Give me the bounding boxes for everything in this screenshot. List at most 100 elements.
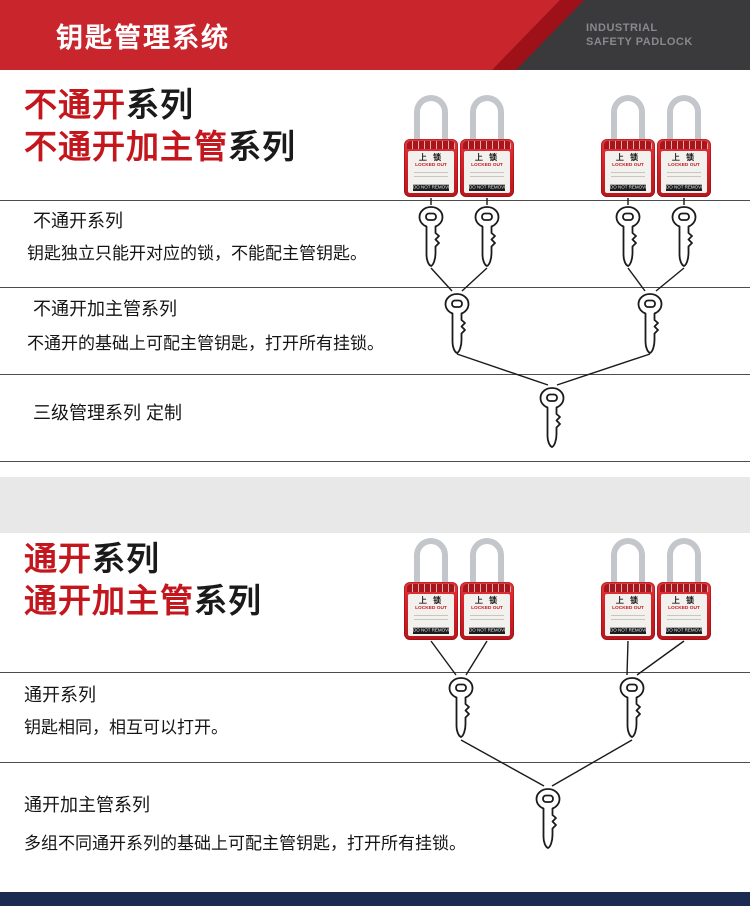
padlock-label-cn: 上 锁 (474, 596, 500, 605)
grand-master-key (534, 386, 570, 450)
padlock-label-en: LOCKED OUT (668, 163, 700, 168)
section1-title-line1-black: 系列 (126, 86, 194, 123)
padlock-top-band (604, 141, 652, 149)
master-key (439, 292, 475, 356)
padlock-label: 上 锁 LOCKED OUT DO NOT REMOVE (605, 151, 651, 193)
padlock-graphic: 上 锁 LOCKED OUT DO NOT REMOVE (460, 95, 514, 197)
padlock-label-cn: 上 锁 (671, 153, 697, 162)
row-desc: 钥匙相同，相互可以打开。 (24, 718, 228, 737)
padlock: 上 锁 LOCKED OUT DO NOT REMOVE (657, 538, 711, 640)
section2-title-line2-red: 通开加主管 (24, 582, 194, 619)
padlock-label-en: LOCKED OUT (612, 163, 644, 168)
divider (0, 762, 750, 763)
padlock-label-en: LOCKED OUT (471, 606, 503, 611)
padlock-label-cn: 上 锁 (418, 596, 444, 605)
padlock-label-cn: 上 锁 (671, 596, 697, 605)
row-heading: 不通开系列 (33, 211, 123, 231)
row-heading: 不通开加主管系列 (33, 299, 177, 319)
key-icon (637, 293, 663, 354)
section1-title-line1-red: 不通开 (24, 86, 126, 123)
section2-title-line1-red: 通开 (24, 540, 92, 577)
master-key (530, 787, 566, 851)
padlock-top-band (660, 141, 708, 149)
padlock-shackle (667, 95, 701, 147)
key (469, 205, 505, 269)
shared-key (443, 676, 479, 740)
padlock-label-bar: DO NOT REMOVE (610, 627, 646, 634)
padlock-label-en: LOCKED OUT (668, 606, 700, 611)
row-desc: 多组不同通开系列的基础上可配主管钥匙，打开所有挂锁。 (24, 834, 466, 853)
padlock-top-band (407, 141, 455, 149)
row-desc: 钥匙独立只能开对应的锁，不能配主管钥匙。 (27, 244, 367, 263)
padlock: 上 锁 LOCKED OUT DO NOT REMOVE (404, 538, 458, 640)
key-icon (539, 387, 565, 448)
key (413, 205, 449, 269)
key (666, 205, 702, 269)
padlock-top-band (604, 584, 652, 592)
section2-title: 通开系列 通开加主管 系列 (24, 538, 262, 622)
padlock-label-bar: DO NOT REMOVE (610, 184, 646, 191)
padlock-graphic: 上 锁 LOCKED OUT DO NOT REMOVE (657, 538, 711, 640)
padlock-top-band (463, 584, 511, 592)
section1-title-line2: 不通开加主管系列 (24, 126, 296, 168)
divider (0, 287, 750, 288)
padlock-graphic: 上 锁 LOCKED OUT DO NOT REMOVE (601, 95, 655, 197)
brand-text: INDUSTRIAL SAFETY PADLOCK (586, 21, 716, 49)
master-key (632, 292, 668, 356)
padlock-body: 上 锁 LOCKED OUT DO NOT REMOVE (601, 582, 655, 640)
padlock-label: 上 锁 LOCKED OUT DO NOT REMOVE (661, 151, 707, 193)
divider (0, 461, 750, 462)
padlock: 上 锁 LOCKED OUT DO NOT REMOVE (460, 538, 514, 640)
padlock-label-cn: 上 锁 (615, 596, 641, 605)
padlock-label: 上 锁 LOCKED OUT DO NOT REMOVE (464, 594, 510, 636)
padlock-label-fineprint (611, 172, 645, 177)
padlock: 上 锁 LOCKED OUT DO NOT REMOVE (460, 95, 514, 197)
key (610, 205, 646, 269)
divider (0, 672, 750, 673)
padlock-graphic: 上 锁 LOCKED OUT DO NOT REMOVE (404, 538, 458, 640)
padlock-shackle (414, 538, 448, 590)
padlock-label-cn: 上 锁 (418, 153, 444, 162)
padlock-label-bar: DO NOT REMOVE (413, 627, 449, 634)
padlock-label-bar: DO NOT REMOVE (469, 184, 505, 191)
brand-line1: INDUSTRIAL (586, 22, 658, 34)
padlock-body: 上 锁 LOCKED OUT DO NOT REMOVE (404, 139, 458, 197)
padlock-body: 上 锁 LOCKED OUT DO NOT REMOVE (460, 582, 514, 640)
padlock: 上 锁 LOCKED OUT DO NOT REMOVE (404, 95, 458, 197)
section2-title-line1-black: 系列 (92, 540, 160, 577)
padlock-label-fineprint (470, 615, 504, 620)
padlock-label-bar: DO NOT REMOVE (469, 627, 505, 634)
padlock-label-en: LOCKED OUT (415, 163, 447, 168)
padlock-label-fineprint (470, 172, 504, 177)
padlock-label: 上 锁 LOCKED OUT DO NOT REMOVE (408, 151, 454, 193)
row-heading: 三级管理系列 定制 (33, 403, 183, 423)
key-icon (448, 677, 474, 738)
padlock: 上 锁 LOCKED OUT DO NOT REMOVE (601, 538, 655, 640)
padlock-graphic: 上 锁 LOCKED OUT DO NOT REMOVE (657, 95, 711, 197)
padlock-label-bar: DO NOT REMOVE (666, 184, 702, 191)
padlock: 上 锁 LOCKED OUT DO NOT REMOVE (601, 95, 655, 197)
padlock-body: 上 锁 LOCKED OUT DO NOT REMOVE (657, 139, 711, 197)
section1-title: 不通开系列 不通开加主管系列 (24, 84, 296, 168)
padlock-shackle (667, 538, 701, 590)
padlock-top-band (407, 584, 455, 592)
padlock-label-en: LOCKED OUT (471, 163, 503, 168)
brand-line2: SAFETY PADLOCK (586, 36, 693, 48)
padlock-graphic: 上 锁 LOCKED OUT DO NOT REMOVE (404, 95, 458, 197)
key-icon (444, 293, 470, 354)
padlock-graphic: 上 锁 LOCKED OUT DO NOT REMOVE (460, 538, 514, 640)
section2-title-line1: 通开系列 (24, 538, 262, 580)
key-icon (418, 206, 444, 267)
padlock-shackle (470, 538, 504, 590)
padlock-shackle (611, 538, 645, 590)
row-heading: 通开加主管系列 (24, 795, 150, 815)
padlock-top-band (660, 584, 708, 592)
padlock-body: 上 锁 LOCKED OUT DO NOT REMOVE (404, 582, 458, 640)
padlock-body: 上 锁 LOCKED OUT DO NOT REMOVE (601, 139, 655, 197)
padlock-shackle (414, 95, 448, 147)
shared-key (614, 676, 650, 740)
padlock-top-band (463, 141, 511, 149)
padlock-label: 上 锁 LOCKED OUT DO NOT REMOVE (661, 594, 707, 636)
section1-title-line1: 不通开系列 (24, 84, 296, 126)
